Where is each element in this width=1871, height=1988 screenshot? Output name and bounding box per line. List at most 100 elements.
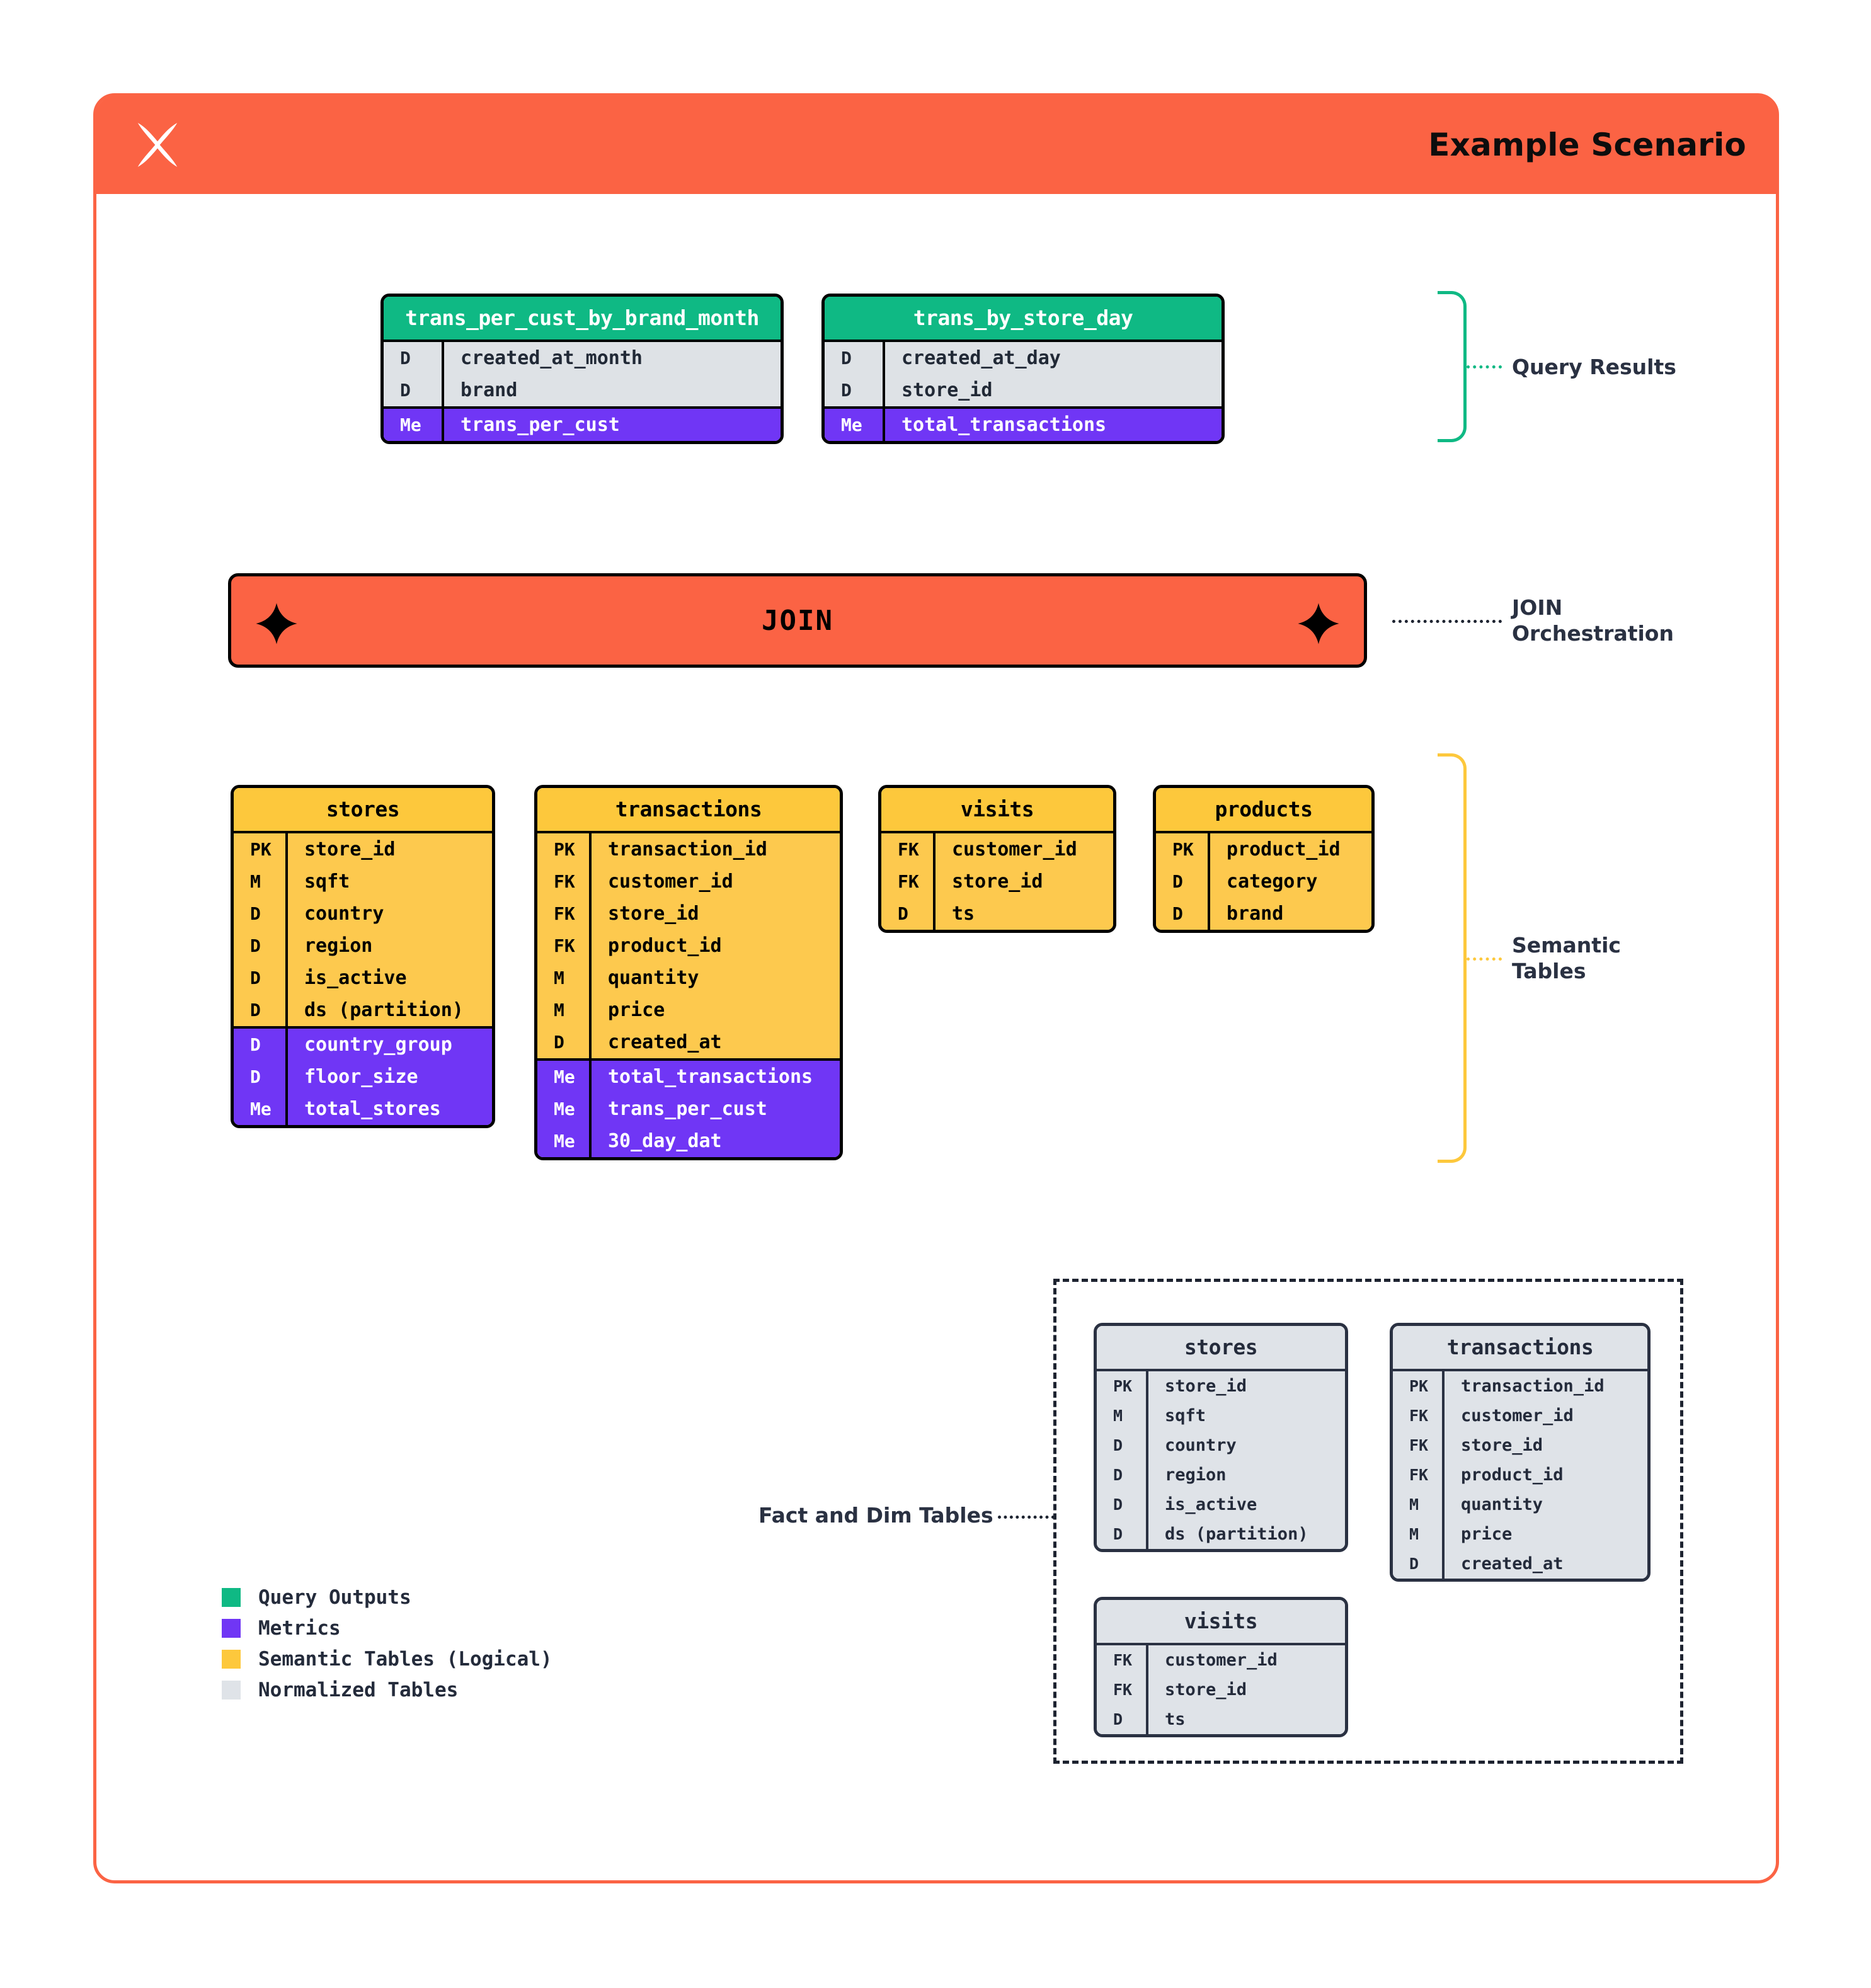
field-name: total_transactions: [608, 1066, 813, 1088]
field-key: D: [234, 1029, 288, 1061]
field-key: D: [881, 898, 936, 930]
field-key: PK: [1393, 1371, 1445, 1401]
field-key: D: [1097, 1705, 1148, 1734]
field-key: D: [1097, 1490, 1148, 1519]
semantic-anno-line1: Semantic: [1512, 933, 1621, 957]
table-title: transactions: [537, 788, 840, 833]
fact-and-dim-group: [1053, 1279, 1683, 1764]
field-key: FK: [1097, 1645, 1148, 1675]
legend-swatch-query-outputs: [222, 1588, 241, 1607]
field-name: brand: [1227, 903, 1284, 925]
query-results-annotation: Query Results: [1512, 355, 1676, 379]
field-key: M: [234, 865, 288, 898]
field-key: M: [537, 962, 592, 994]
field-name: quantity: [1461, 1495, 1543, 1514]
table-title: products: [1156, 788, 1371, 833]
field-name: floor_size: [304, 1066, 418, 1088]
legend: Query Outputs Metrics Semantic Tables (L…: [222, 1586, 552, 1710]
query-results-bracket: [1438, 291, 1467, 442]
field-key: FK: [537, 930, 592, 962]
field-name: total_transactions: [901, 414, 1107, 436]
field-name: category: [1227, 871, 1318, 893]
field-key: FK: [1097, 1675, 1148, 1705]
join-orchestration-annotation: JOIN Orchestration: [1512, 595, 1674, 647]
legend-swatch-metrics: [222, 1619, 241, 1638]
field-name: sqft: [304, 871, 350, 893]
table-title: transactions: [1393, 1326, 1647, 1371]
join-orchestration-leader: [1392, 620, 1502, 623]
legend-item: Normalized Tables: [222, 1679, 552, 1701]
field-name: created_at_month: [461, 347, 643, 369]
field-name: country: [1165, 1436, 1237, 1455]
join-orchestration-bar[interactable]: JOIN: [228, 573, 1367, 668]
field-key: FK: [881, 865, 936, 898]
table-title: trans_by_store_day: [825, 297, 1222, 342]
field-key: D: [825, 342, 885, 374]
field-key: Me: [537, 1125, 592, 1157]
table-row: FK customer_id: [1097, 1645, 1345, 1675]
four-point-star-icon-right: [1297, 602, 1340, 645]
field-key: D: [1097, 1431, 1148, 1460]
field-key: PK: [1097, 1371, 1148, 1401]
field-name: customer_id: [1461, 1406, 1574, 1425]
field-name: customer_id: [1165, 1650, 1278, 1670]
field-key: D: [234, 1061, 288, 1093]
table-row: Me total_transactions: [537, 1058, 840, 1093]
field-name: store_id: [901, 379, 993, 401]
legend-item: Query Outputs: [222, 1586, 552, 1609]
field-name: ts: [952, 903, 975, 925]
field-name: store_id: [608, 903, 699, 925]
field-key: Me: [537, 1061, 592, 1093]
table-title: stores: [234, 788, 492, 833]
table-title: stores: [1097, 1326, 1345, 1371]
field-name: ds (partition): [1165, 1524, 1308, 1544]
field-key: Me: [537, 1093, 592, 1125]
field-name: region: [304, 935, 373, 957]
field-name: trans_per_cust: [461, 414, 620, 436]
field-key: D: [1097, 1519, 1148, 1549]
field-name: trans_per_cust: [608, 1098, 767, 1120]
field-key: FK: [1393, 1401, 1445, 1431]
field-key: D: [537, 1026, 592, 1058]
xnode-butterfly-logo-icon: [129, 116, 186, 174]
legend-label: Metrics: [258, 1617, 341, 1640]
legend-item: Semantic Tables (Logical): [222, 1648, 552, 1671]
table-title: visits: [1097, 1600, 1345, 1645]
field-key: PK: [234, 833, 288, 865]
field-name: sqft: [1165, 1406, 1206, 1425]
field-key: D: [1156, 898, 1210, 930]
field-key: PK: [537, 833, 592, 865]
field-name: product_id: [1227, 838, 1341, 860]
